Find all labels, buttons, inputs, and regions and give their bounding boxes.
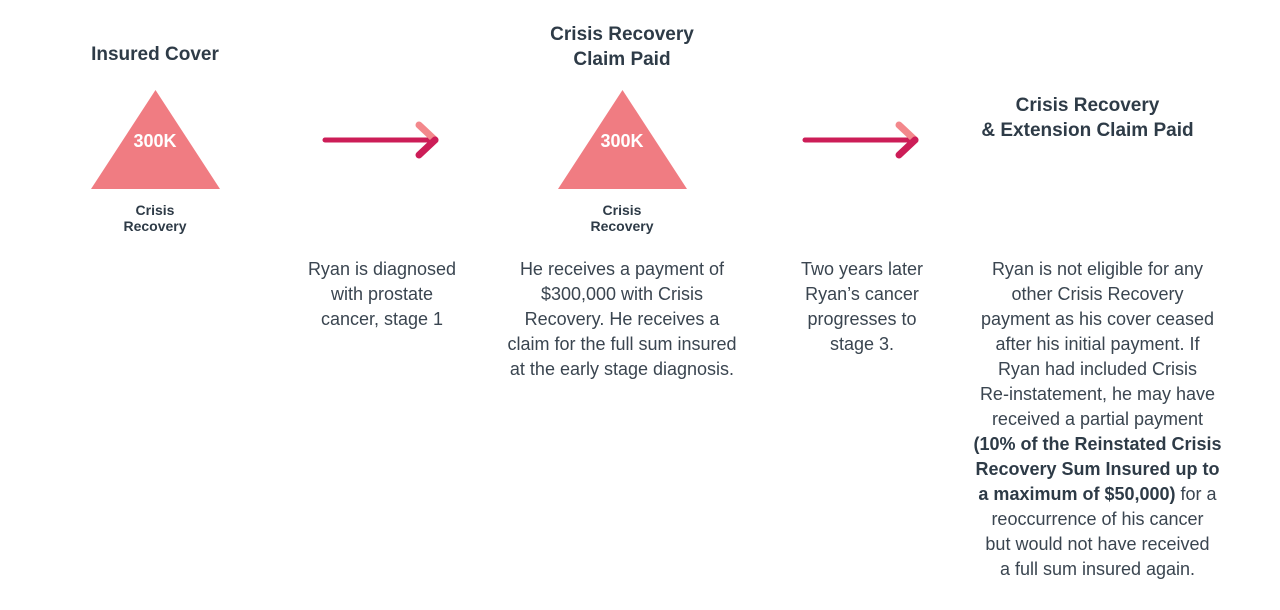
desc-line: Ryan had included Crisis xyxy=(997,359,1198,379)
label-line: Crisis xyxy=(135,202,175,218)
eligibility-description: Ryan is not eligible for any other Crisi… xyxy=(955,257,1240,582)
payment-description: He receives a payment of $300,000 with C… xyxy=(482,257,762,382)
desc-line: Re-instatement, he may have xyxy=(979,384,1216,404)
desc-line: a full sum insured again. xyxy=(999,559,1196,579)
plain-text: for a xyxy=(1175,484,1217,504)
desc-line: Two years later xyxy=(800,259,924,279)
desc-line: stage 3. xyxy=(829,334,895,354)
desc-line-bold: (10% of the Reinstated Crisis xyxy=(955,432,1240,457)
bold-text: a maximum of $50,000) xyxy=(978,484,1176,504)
desc-line: reoccurrence of his cancer xyxy=(991,509,1204,529)
extension-claim-heading: Crisis Recovery & Extension Claim Paid xyxy=(955,93,1220,143)
desc-line: but would not have received xyxy=(985,534,1210,554)
desc-line: with prostate xyxy=(330,284,434,304)
desc-line: $300,000 with Crisis xyxy=(540,284,704,304)
arrow-head-lower xyxy=(895,136,919,159)
claim-paid-triangle-label: Crisis Recovery xyxy=(572,202,672,234)
desc-line: Ryan is not eligible for any xyxy=(991,259,1204,279)
heading-line: & Extension Claim Paid xyxy=(981,120,1194,141)
desc-line: He receives a payment of xyxy=(519,259,725,279)
desc-line: after his initial payment. If xyxy=(995,334,1200,354)
desc-line: claim for the full sum insured xyxy=(507,334,737,354)
claim-paid-heading: Crisis Recovery Claim Paid xyxy=(506,22,738,72)
desc-line: progresses to xyxy=(807,309,917,329)
diagnosis-description: Ryan is diagnosed with prostate cancer, … xyxy=(282,257,482,332)
heading-line: Crisis Recovery xyxy=(1015,95,1160,116)
heading-line: Crisis Recovery xyxy=(550,24,694,45)
desc-line-mixed: a maximum of $50,000) for a xyxy=(955,482,1240,507)
arrow-head-upper xyxy=(415,121,439,144)
triangle-shape xyxy=(558,90,687,189)
heading-line: Claim Paid xyxy=(573,49,671,70)
desc-line: Ryan is diagnosed xyxy=(307,259,457,279)
desc-line: cancer, stage 1 xyxy=(320,309,444,329)
insured-cover-triangle xyxy=(91,90,220,189)
label-line: Recovery xyxy=(123,218,187,234)
desc-line: Recovery. He receives a xyxy=(524,309,720,329)
label-line: Crisis xyxy=(602,202,642,218)
desc-line: other Crisis Recovery xyxy=(1011,284,1184,304)
arrow-head-upper xyxy=(895,121,919,144)
bold-text: (10% of the Reinstated Crisis xyxy=(973,434,1222,454)
progression-description: Two years later Ryan’s cancer progresses… xyxy=(772,257,952,357)
heading-line: Insured Cover xyxy=(91,44,219,65)
desc-line: payment as his cover ceased xyxy=(980,309,1215,329)
claim-paid-amount: 300K xyxy=(600,131,644,151)
arrow-right-icon xyxy=(802,121,919,159)
insured-cover-heading: Insured Cover xyxy=(55,42,255,67)
insured-cover-triangle-label: Crisis Recovery xyxy=(105,202,205,234)
triangle-shape xyxy=(91,90,220,189)
insured-cover-amount: 300K xyxy=(133,131,177,151)
claim-paid-triangle xyxy=(558,90,687,189)
desc-line-bold: Recovery Sum Insured up to xyxy=(955,457,1240,482)
desc-line: received a partial payment xyxy=(991,409,1204,429)
bold-text: Recovery Sum Insured up to xyxy=(975,459,1220,479)
label-line: Recovery xyxy=(590,218,654,234)
desc-line: at the early stage diagnosis. xyxy=(509,359,735,379)
arrow-head-lower xyxy=(415,136,439,159)
arrow-right-icon xyxy=(322,121,439,159)
desc-line: Ryan’s cancer xyxy=(805,284,919,304)
